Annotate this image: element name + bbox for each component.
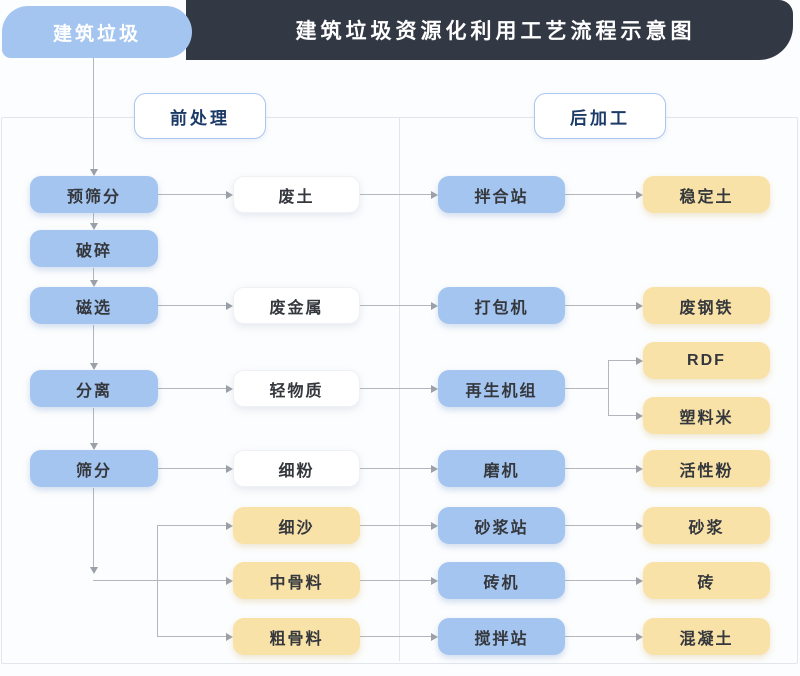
connector-line <box>93 408 94 443</box>
node-baler: 打包机 <box>438 287 565 324</box>
connector-line <box>360 194 431 195</box>
arrowhead-down-icon <box>90 223 98 230</box>
connector-line <box>565 525 636 526</box>
node-magnetic-separation: 磁选 <box>30 287 158 324</box>
section-post-processing: 后加工 <box>534 93 666 139</box>
arrowhead-down-icon <box>90 443 98 450</box>
node-coarse-aggregate: 粗骨料 <box>233 618 360 655</box>
connector-line <box>157 525 226 526</box>
connector-line <box>158 388 226 389</box>
arrowhead-down-icon <box>90 363 98 370</box>
section-pre-processing: 前处理 <box>134 93 266 139</box>
section-post-label: 后加工 <box>570 108 630 128</box>
node-rdf: RDF <box>643 342 770 379</box>
node-brick: 砖 <box>643 562 770 599</box>
node-regeneration-unit: 再生机组 <box>438 370 565 407</box>
connector-line <box>93 488 94 567</box>
arrowhead-right-icon <box>636 412 643 420</box>
connector-line <box>93 268 94 280</box>
connector-line <box>93 325 94 363</box>
node-screening: 筛分 <box>30 450 158 487</box>
arrowhead-right-icon <box>226 577 233 585</box>
node-light-material: 轻物质 <box>233 370 360 407</box>
arrowhead-right-icon <box>636 522 643 530</box>
flow-frame <box>1 117 798 664</box>
connector-line <box>565 194 636 195</box>
connector-line <box>360 305 431 306</box>
column-divider <box>399 118 400 661</box>
connector-line <box>93 580 226 581</box>
connector-line <box>93 213 94 223</box>
node-crushing: 破碎 <box>30 230 158 267</box>
connector-line <box>158 468 226 469</box>
connector-line <box>360 636 431 637</box>
arrowhead-right-icon <box>226 191 233 199</box>
arrowhead-right-icon <box>636 302 643 310</box>
connector-line <box>565 636 636 637</box>
node-concrete-mixing-station: 搅拌站 <box>438 618 565 655</box>
node-active-powder: 活性粉 <box>643 450 770 487</box>
connector-line <box>360 468 431 469</box>
source-tab-label: 建筑垃圾 <box>52 23 141 45</box>
connector-line <box>157 525 158 636</box>
arrowhead-right-icon <box>226 633 233 641</box>
arrowhead-right-icon <box>636 633 643 641</box>
section-pre-label: 前处理 <box>170 108 230 128</box>
connector-line <box>360 388 431 389</box>
node-mill: 磨机 <box>438 450 565 487</box>
node-scrap-steel: 废钢铁 <box>643 287 770 324</box>
arrowhead-right-icon <box>226 385 233 393</box>
arrowhead-right-icon <box>226 522 233 530</box>
node-stabilized-soil: 稳定土 <box>643 176 770 213</box>
connector-line <box>93 58 94 169</box>
node-fine-sand: 细沙 <box>233 507 360 544</box>
connector-line <box>565 468 636 469</box>
arrowhead-right-icon <box>226 302 233 310</box>
node-waste-soil: 废土 <box>233 176 360 213</box>
node-fine-powder: 细粉 <box>233 450 360 487</box>
node-concrete: 混凝土 <box>643 618 770 655</box>
arrowhead-right-icon <box>636 465 643 473</box>
diagram-title: 建筑垃圾资源化利用工艺流程示意图 <box>295 20 696 43</box>
connector-line <box>608 360 609 415</box>
node-mortar: 砂浆 <box>643 507 770 544</box>
arrowhead-right-icon <box>431 633 438 641</box>
arrowhead-down-icon <box>90 169 98 176</box>
arrowhead-right-icon <box>636 577 643 585</box>
node-brick-machine: 砖机 <box>438 562 565 599</box>
arrowhead-right-icon <box>636 191 643 199</box>
node-mortar-station: 砂浆站 <box>438 507 565 544</box>
node-medium-aggregate: 中骨料 <box>233 562 360 599</box>
connector-line <box>565 388 608 389</box>
connector-line <box>158 305 226 306</box>
arrowhead-right-icon <box>431 191 438 199</box>
node-waste-metal: 废金属 <box>233 287 360 324</box>
arrowhead-right-icon <box>431 522 438 530</box>
connector-line <box>157 636 226 637</box>
connector-line <box>608 360 636 361</box>
arrowhead-right-icon <box>431 465 438 473</box>
connector-line <box>608 415 636 416</box>
arrowhead-right-icon <box>431 385 438 393</box>
arrowhead-right-icon <box>431 577 438 585</box>
arrowhead-down-icon <box>90 567 98 574</box>
node-mixing-station: 拌合站 <box>438 176 565 213</box>
connector-line <box>565 305 636 306</box>
connector-line <box>565 580 636 581</box>
title-bar: 建筑垃圾资源化利用工艺流程示意图 <box>186 0 793 60</box>
connector-line <box>158 194 226 195</box>
connector-line <box>360 525 431 526</box>
connector-line <box>360 580 431 581</box>
arrowhead-right-icon <box>636 357 643 365</box>
node-separation: 分离 <box>30 370 158 407</box>
node-plastic-pellets: 塑料米 <box>643 397 770 434</box>
arrowhead-right-icon <box>226 465 233 473</box>
arrowhead-down-icon <box>90 280 98 287</box>
node-pre-screening: 预筛分 <box>30 176 158 213</box>
source-tab: 建筑垃圾 <box>2 6 192 58</box>
arrowhead-right-icon <box>431 302 438 310</box>
